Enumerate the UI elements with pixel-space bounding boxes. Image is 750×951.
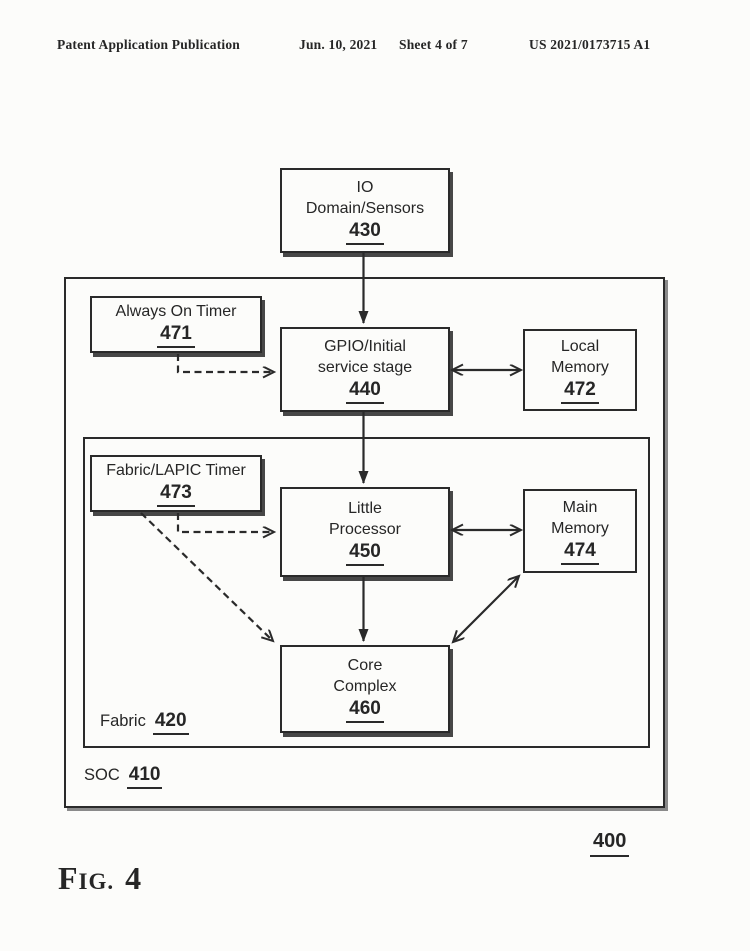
ref-473: 473 — [157, 482, 195, 507]
block-core-complex: Core Complex 460 — [280, 645, 450, 733]
container-fabric — [83, 437, 650, 748]
ref-450: 450 — [346, 541, 384, 566]
block-label-line: Processor — [328, 521, 402, 538]
block-label-line: Complex — [333, 678, 397, 695]
block-local-memory: Local Memory 472 — [523, 329, 637, 411]
figure-caption-ig: IG. — [78, 869, 115, 894]
block-gpio-initial-service-stage: GPIO/Initial service stage 440 — [280, 327, 450, 412]
block-fabric-lapic-timer: Fabric/LAPIC Timer 473 — [90, 455, 262, 512]
block-main-memory: Main Memory 474 — [523, 489, 637, 573]
ref-410: 410 — [126, 764, 163, 789]
block-label-line: Domain/Sensors — [305, 199, 425, 217]
block-label-line: Core — [347, 657, 383, 674]
figure-caption-number: 4 — [125, 860, 143, 896]
block-label-line: Little — [348, 500, 382, 517]
ref-400: 400 — [590, 830, 630, 857]
ref-474: 474 — [561, 540, 599, 565]
block-label-line: Memory — [551, 520, 609, 537]
figure-caption-f: F — [58, 860, 79, 896]
block-label-line: Always On Timer — [115, 303, 237, 320]
ref-471: 471 — [157, 323, 195, 348]
header-publication: Patent Application Publication — [57, 37, 241, 52]
ref-440: 440 — [346, 379, 384, 404]
figure-caption: FIG. 4 — [58, 860, 142, 897]
ref-472: 472 — [561, 379, 599, 404]
block-always-on-timer: Always On Timer 471 — [90, 296, 262, 353]
header-patent-number: US 2021/0173715 A1 — [529, 37, 651, 52]
block-label-line: Main — [562, 499, 598, 516]
ref-460: 460 — [346, 698, 384, 723]
ref-420: 420 — [152, 710, 189, 735]
block-label-line: Local — [560, 338, 600, 355]
block-io-domain-sensors: IO Domain/Sensors 430 — [280, 168, 450, 253]
label-soc: SOC 410 — [84, 764, 163, 789]
block-label-line: Fabric/LAPIC Timer — [106, 462, 246, 479]
block-label-line: IO — [356, 178, 374, 196]
header-date: Jun. 10, 2021 — [299, 37, 378, 52]
block-label-line: service stage — [317, 358, 413, 376]
header-sheet: Sheet 4 of 7 — [399, 37, 468, 52]
label-fabric: Fabric 420 — [100, 710, 189, 735]
label-soc-name: SOC — [84, 766, 120, 784]
block-label-line: GPIO/Initial — [324, 337, 406, 355]
block-little-processor: Little Processor 450 — [280, 487, 450, 577]
ref-430: 430 — [346, 220, 384, 245]
label-fabric-name: Fabric — [100, 712, 146, 730]
block-label-line: Memory — [551, 359, 609, 376]
